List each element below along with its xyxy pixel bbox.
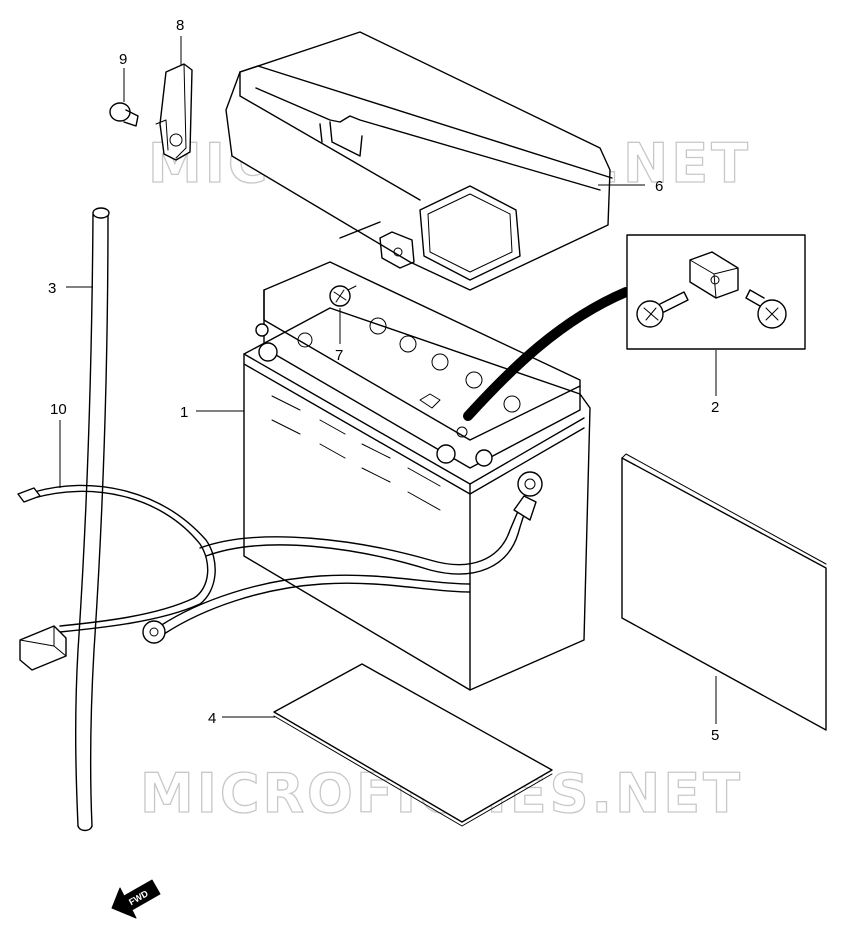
callout-9: 9: [119, 51, 127, 68]
breather-plug-part-7: [329, 285, 357, 307]
breather-tube: [463, 287, 631, 421]
callout-6: 6: [655, 178, 663, 195]
callout-10: 10: [50, 401, 67, 418]
screw-part-9: [109, 102, 139, 127]
callout-2: 2: [711, 399, 719, 416]
callout-1: 1: [180, 404, 188, 421]
callout-4: 4: [208, 710, 216, 727]
bracket-part-8: [155, 63, 193, 161]
callout-5: 5: [711, 727, 719, 744]
battery-part-1: [243, 221, 591, 691]
callout-3: 3: [48, 280, 56, 297]
battery-cover-part-6: [225, 31, 613, 291]
callout-7: 7: [335, 347, 343, 364]
terminal-set-part-2: [626, 234, 806, 350]
callout-8: 8: [176, 17, 184, 34]
battery-sheet-part-5: [621, 453, 827, 731]
wire-harness-part-10: [17, 471, 543, 671]
fwd-arrow-icon: FWD: [111, 879, 161, 919]
breather-hose-part-3: [74, 207, 110, 832]
leader-lines: [59, 36, 717, 724]
battery-pad-part-4: [273, 663, 553, 827]
